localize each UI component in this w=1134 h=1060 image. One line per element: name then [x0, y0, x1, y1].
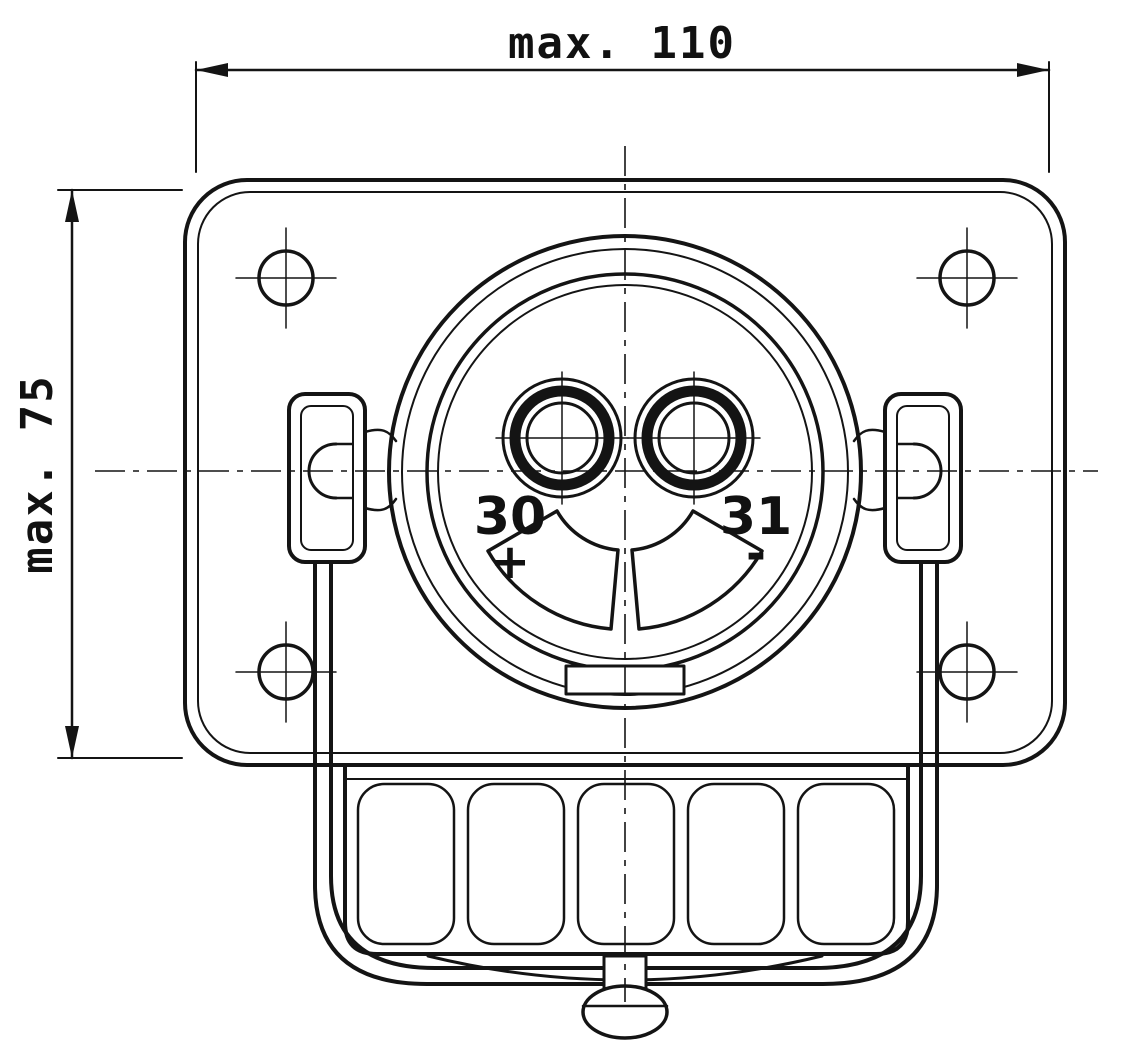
mount-housing-links: [363, 428, 887, 512]
rib-panel: [466, 782, 566, 946]
mounting-strap: [313, 538, 939, 986]
mount-outer-outline: [883, 392, 963, 564]
terminal-30: [495, 371, 629, 505]
ribbed-lamp-body: [343, 763, 910, 982]
width-dimension-label: max. 110: [508, 18, 736, 69]
pivot-mount-right: [883, 392, 963, 564]
width-dimension: max. 110: [194, 18, 1051, 173]
mount-inner-outline: [300, 405, 354, 551]
link-curve: [363, 497, 398, 512]
housing-inner-ring: [437, 284, 813, 660]
link-curve: [852, 428, 887, 443]
screw-hole-top-left: [235, 227, 337, 329]
terminal-31-sign: -: [746, 526, 766, 582]
rib-panel: [686, 782, 786, 946]
terminal-30-sign: +: [490, 534, 530, 590]
arrowhead-right: [1017, 63, 1049, 77]
rib-panel: [576, 782, 676, 946]
plate-outer-outline: [183, 178, 1067, 767]
terminal-30-label: 30: [474, 487, 546, 547]
height-dimension: max. 75: [12, 188, 183, 760]
screw-hole-bottom-left: [235, 621, 337, 723]
rib-panel: [356, 782, 456, 946]
mounting-plate: [183, 178, 1067, 767]
height-dimension-label: max. 75: [12, 374, 63, 573]
terminal-31-label: 31: [720, 487, 792, 547]
mount-inner-outline: [896, 405, 950, 551]
terminal-31: [627, 371, 761, 505]
link-curve: [363, 428, 398, 443]
link-curve: [852, 497, 887, 512]
rib-panel: [796, 782, 896, 946]
strap-outer-edge: [313, 538, 939, 986]
arrowhead-bottom: [65, 726, 79, 758]
keyway-wedge-right: [630, 509, 764, 631]
pivot-mount-left: [287, 392, 367, 564]
arrowhead-top: [65, 190, 79, 222]
arrowhead-left: [196, 63, 228, 77]
screw-hole-bottom-right: [916, 621, 1018, 723]
body-outline: [343, 763, 910, 956]
centerlines: [95, 146, 1098, 1002]
keyway-wedge-left: [486, 509, 620, 631]
mount-outer-outline: [287, 392, 367, 564]
clamp-bolt: [581, 954, 669, 1040]
terminal-labels: 30 + 31 -: [474, 487, 792, 590]
keyway-wedges: [486, 509, 764, 631]
screw-hole-top-right: [916, 227, 1018, 329]
plate-inner-outline: [197, 191, 1053, 754]
